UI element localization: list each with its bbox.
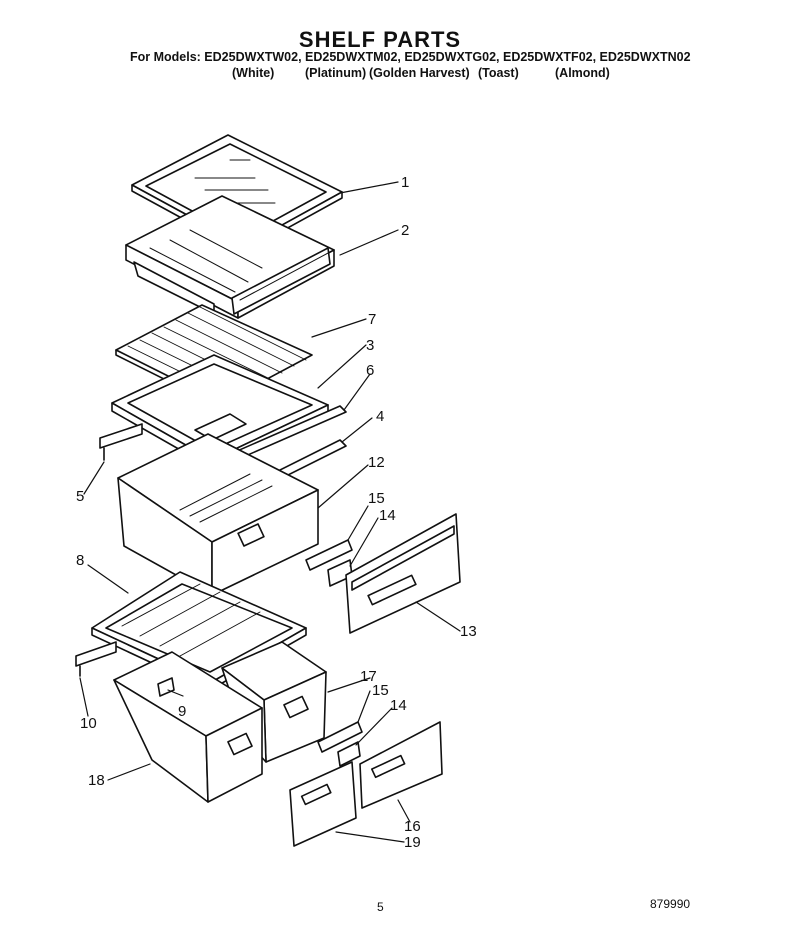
callout-8: 8: [76, 552, 84, 569]
callout-14-lower: 14: [390, 697, 407, 714]
callout-13: 13: [460, 623, 477, 640]
upper-pan-part-2: [125, 195, 335, 319]
callout-2: 2: [401, 222, 409, 239]
color-white: (White): [232, 66, 275, 80]
callout-3: 3: [366, 337, 374, 354]
callout-7: 7: [368, 311, 376, 328]
callout-9: 9: [178, 703, 186, 720]
left-bin-part-18: [113, 651, 263, 803]
drawer-front-part-16: [359, 721, 443, 809]
callout-12: 12: [368, 454, 385, 471]
callout-17: 17: [360, 668, 377, 685]
models-line: For Models: ED25DWXTW02, ED25DWXTM02, ED…: [130, 50, 691, 64]
color-golden-harvest: (Golden Harvest): [369, 66, 470, 80]
left-rail-part-5: [99, 423, 143, 461]
document-number: 879990: [650, 897, 691, 911]
callout-6: 6: [366, 362, 374, 379]
callout-5: 5: [76, 488, 84, 505]
callout-16: 16: [404, 818, 421, 835]
bracket-part-15-lower: [317, 721, 363, 753]
callout-15-upper: 15: [368, 490, 385, 507]
lower-rail-part-10: [75, 641, 117, 677]
bracket-part-15-upper: [305, 539, 353, 571]
page-title: SHELF PARTS: [298, 27, 462, 52]
color-platinum: (Platinum): [305, 66, 367, 80]
page-number: 5: [377, 900, 384, 914]
callout-1: 1: [401, 174, 409, 191]
slide-part-14-lower: [337, 741, 361, 767]
callout-10: 10: [80, 715, 97, 732]
callout-labels: 1 2 7 3 6 4 5 12 15 14 8 13 17 15 14 10 …: [76, 174, 477, 851]
color-toast: (Toast): [478, 66, 519, 80]
crisper-drawer-part-12: [117, 433, 319, 596]
drawer-front-part-19: [289, 761, 357, 847]
callout-19: 19: [404, 834, 421, 851]
callout-14-upper: 14: [379, 507, 396, 524]
callout-4: 4: [376, 408, 384, 425]
callout-18: 18: [88, 772, 105, 789]
leader-lines: [79, 181, 461, 843]
callout-15-lower: 15: [372, 682, 389, 699]
color-almond: (Almond): [555, 66, 610, 80]
drawer-front-part-13: [345, 513, 461, 634]
